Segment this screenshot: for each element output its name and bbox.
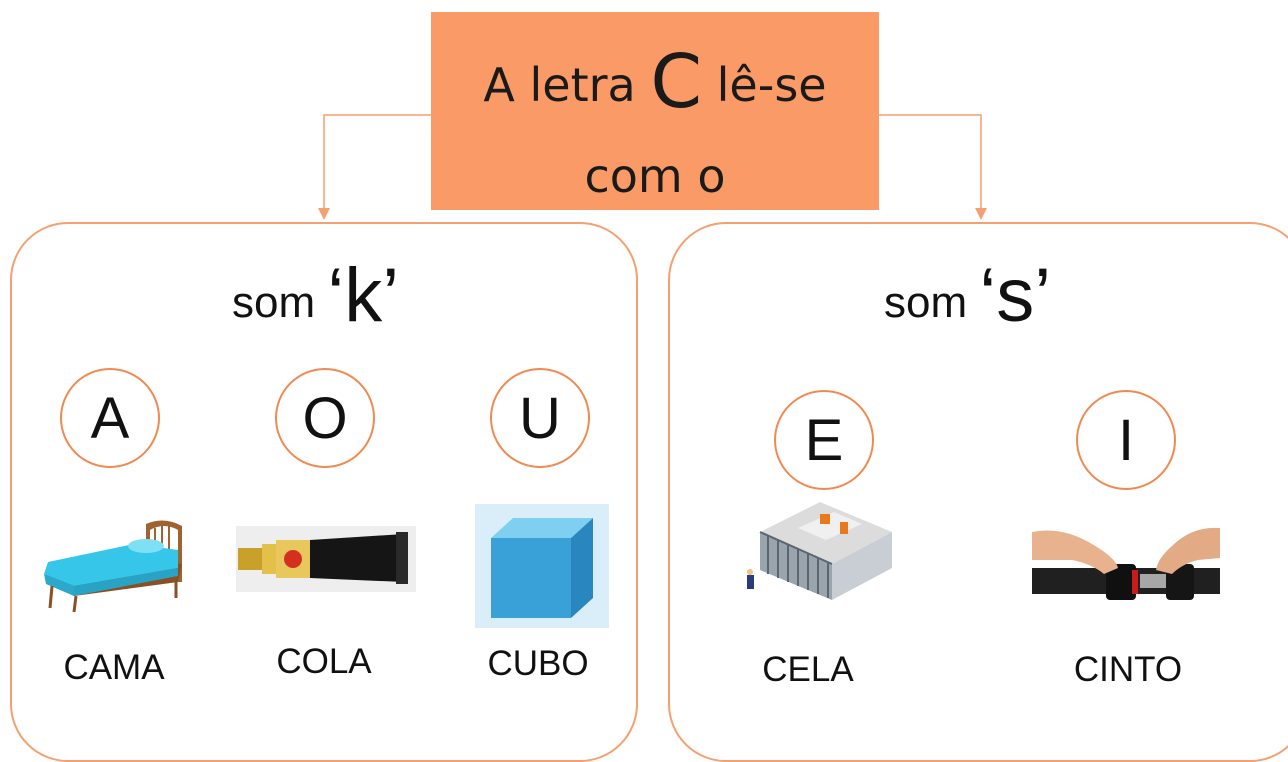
vowel-circle-a: A: [60, 368, 160, 468]
sound-label-s: ‘s’: [979, 253, 1052, 338]
vowel-circle-i: I: [1076, 390, 1176, 490]
title-line-2: com o: [584, 149, 726, 203]
title-box: A letra C lê-se com o: [431, 12, 879, 210]
word-cinto: CINTO: [1073, 650, 1183, 689]
word-cubo: CUBO: [487, 644, 589, 683]
connector-right: [879, 114, 982, 210]
title-suffix: lê-se: [716, 58, 827, 112]
vowel-circle-e: E: [774, 390, 874, 490]
panel-sound-s: som ‘s’ E I CELA CINTO: [668, 222, 1288, 762]
vowel-circle-o: O: [275, 368, 375, 468]
panel-title-s: som ‘s’: [884, 252, 1051, 339]
sound-label-k: ‘k’: [327, 253, 400, 338]
glue-tube-icon: [236, 526, 416, 592]
word-cela: CELA: [762, 650, 854, 689]
vowel-circle-u: U: [490, 368, 590, 468]
arrowhead-left: [318, 208, 330, 220]
title-prefix: A letra: [483, 58, 636, 112]
panel-sound-k: som ‘k’ A O U CAMA COLA CUBO: [10, 222, 638, 762]
connector-arrows: [318, 114, 987, 220]
cube-icon: [475, 504, 609, 628]
seatbelt-icon: [1032, 527, 1220, 600]
title-line-1: A letra C lê-se: [431, 45, 879, 119]
jail-cell-icon: [747, 502, 892, 600]
arrowhead-right: [975, 208, 987, 220]
word-cama: CAMA: [63, 648, 165, 687]
title-letter: C: [650, 39, 703, 125]
word-cola: COLA: [276, 642, 372, 681]
panel-label: som: [232, 278, 316, 327]
bed-icon: [44, 520, 182, 612]
panel-title-k: som ‘k’: [232, 252, 399, 339]
connector-left: [323, 114, 431, 210]
panel-label: som: [884, 278, 968, 327]
